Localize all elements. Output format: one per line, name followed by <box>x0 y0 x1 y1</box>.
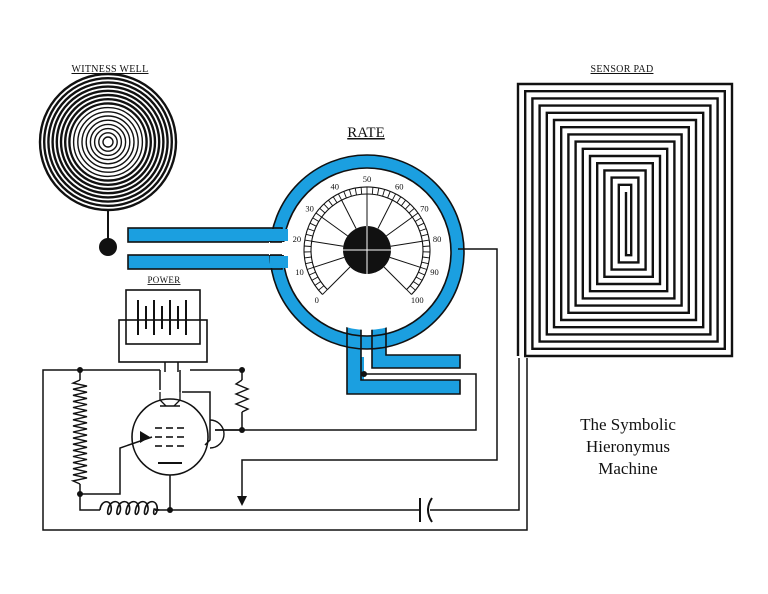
rate-dial-number: 80 <box>433 234 442 244</box>
rate-dial-number: 0 <box>315 295 319 305</box>
ground-arrow <box>237 496 247 506</box>
rate-dial-scale: 0 10 20 30 40 50 60 70 80 90 100 <box>293 174 442 305</box>
variable-resistor <box>70 379 88 485</box>
circuit-wiring <box>42 248 528 531</box>
vacuum-tube <box>131 392 225 476</box>
witness-well-terminal <box>99 238 117 256</box>
rate-channel <box>127 154 465 395</box>
sensor-pad-spiral <box>516 82 734 358</box>
load-resistor <box>234 379 250 413</box>
rate-dial-number: 70 <box>420 203 429 213</box>
rate-dial-number: 40 <box>331 182 340 192</box>
rate-label: RATE <box>347 125 385 141</box>
rate-dial-number: 90 <box>430 267 439 277</box>
diagram-title: The Symbolic Hieronymus Machine <box>580 415 676 478</box>
power-label: POWER <box>148 275 181 285</box>
rate-dial-number: 10 <box>295 267 304 277</box>
inductor-coil <box>99 500 160 516</box>
rate-dial-number: 100 <box>411 295 424 305</box>
title-line-3: Machine <box>598 459 657 478</box>
title-line-2: Hieronymus <box>586 437 670 456</box>
rate-dial-number: 30 <box>305 203 314 213</box>
sensor-pad-label: SENSOR PAD <box>591 64 654 75</box>
junction-dots <box>77 367 367 513</box>
rate-dial-ticks <box>303 186 431 295</box>
title-line-1: The Symbolic <box>580 415 676 434</box>
rate-dial-number: 20 <box>293 234 302 244</box>
capacitor <box>419 497 433 523</box>
rate-dial-number: 60 <box>395 182 404 192</box>
witness-well-spiral <box>38 72 178 214</box>
rate-dial: 0 10 20 30 40 50 60 70 80 90 100 <box>289 174 445 330</box>
grid-arrow <box>140 431 150 443</box>
rate-dial-number: 50 <box>363 174 372 184</box>
witness-well-label: WITNESS WELL <box>71 64 148 75</box>
power-battery <box>118 289 208 363</box>
